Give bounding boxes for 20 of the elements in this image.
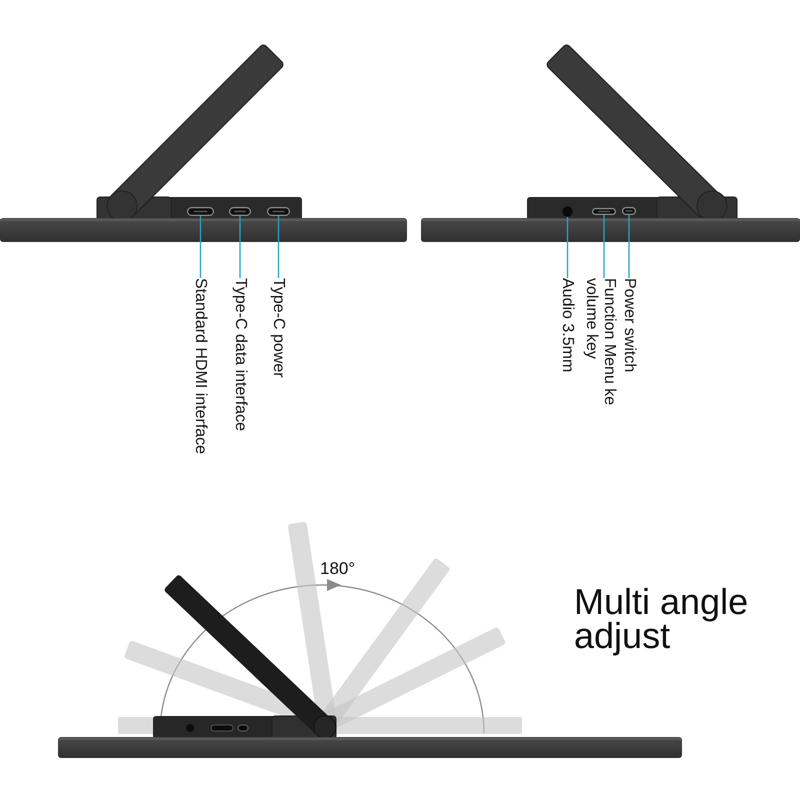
power-button-icon xyxy=(622,207,636,215)
port-label: Type-C power xyxy=(269,278,287,378)
hdmi-port-icon xyxy=(187,207,214,216)
audio-jack-icon xyxy=(562,206,573,217)
leader-line xyxy=(566,217,568,278)
heading: Multi angle adjust xyxy=(574,585,750,653)
angle-label: 180° xyxy=(320,559,356,579)
port-label: Function Menu ke volume key xyxy=(582,278,618,428)
leader-line xyxy=(200,216,202,278)
menu-key-icon xyxy=(592,208,616,215)
port-label: Type-C data interface xyxy=(231,278,249,431)
port-label: Standard HDMI interface xyxy=(191,278,209,454)
leader-line xyxy=(239,216,241,278)
leader-line xyxy=(603,215,605,278)
port-label: Audio 3.5mm xyxy=(558,278,576,372)
usb-c-port-icon xyxy=(267,207,290,216)
port-label: Power switch xyxy=(620,278,638,372)
leader-line xyxy=(628,215,630,278)
leader-line xyxy=(278,216,280,278)
usb-c-port-icon xyxy=(229,207,251,216)
